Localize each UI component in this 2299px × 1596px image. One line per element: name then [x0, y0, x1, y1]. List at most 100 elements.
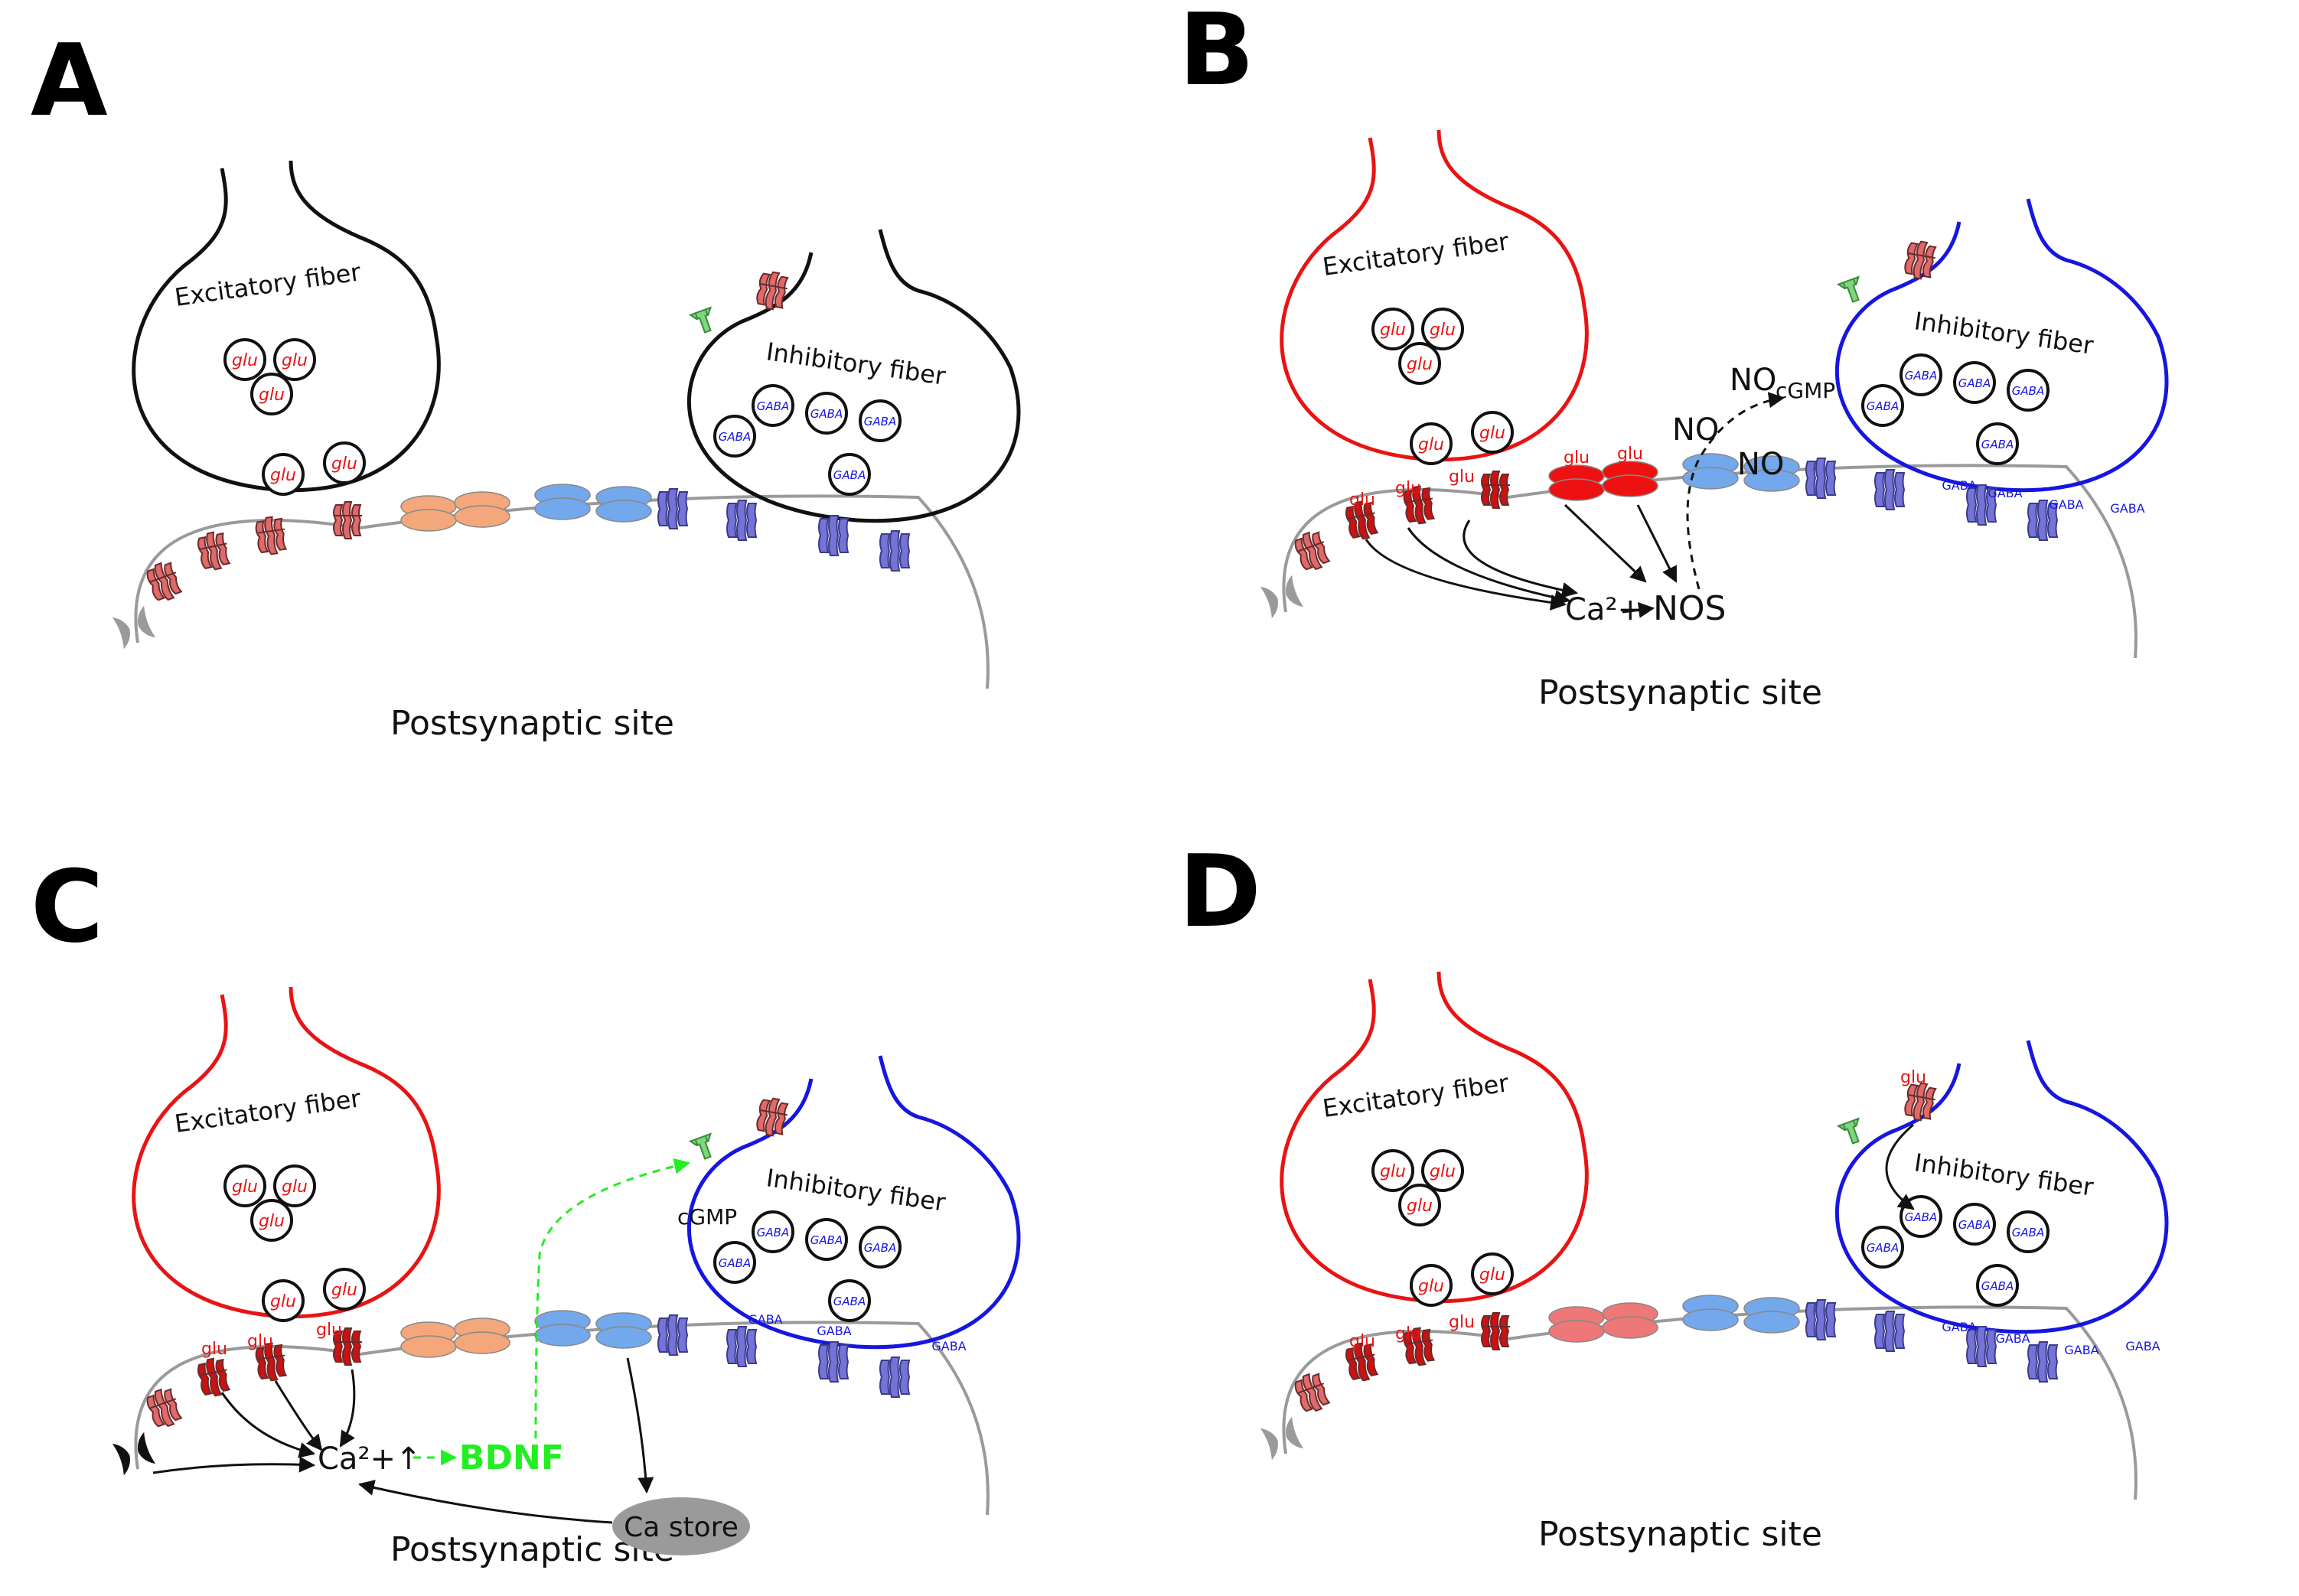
released-gaba: GABA: [1988, 486, 2022, 500]
gaba-symbol: GABA: [1981, 438, 2014, 451]
ca-store-label: Ca store: [624, 1512, 739, 1543]
gaba-b-receptor-icon: [1743, 455, 1800, 492]
glu-symbol: glu: [1430, 1162, 1456, 1181]
arrow-store-ca: [357, 1480, 613, 1524]
glutamate-vesicle: glu: [223, 1164, 266, 1207]
gaba-a-subunit: [2047, 503, 2059, 538]
arrow-bdnf-trk: [534, 1158, 691, 1439]
no-label: NO: [1730, 363, 1776, 398]
glutamate-vesicle: glu: [1410, 1264, 1453, 1307]
released-glu: glu: [1349, 1332, 1375, 1351]
released-glu: glu: [1395, 1324, 1421, 1344]
vesicle-membrane: [262, 453, 305, 496]
vdcach-right: [1286, 575, 1304, 607]
vesicle-membrane: [713, 415, 756, 458]
gaba-a-subunit: [1815, 1299, 1827, 1340]
nmda-subunit: [1922, 1086, 1937, 1120]
gaba-a-subunit: [677, 491, 689, 526]
glutamate-vesicle: glu: [273, 338, 316, 381]
glu-symbol: glu: [1407, 1197, 1433, 1216]
nmda-subunit: [342, 501, 353, 539]
gaba-a-subunit: [667, 1314, 679, 1356]
mglu-receptor-icon: [1548, 464, 1605, 501]
glu-symbol: glu: [1380, 321, 1406, 340]
gaba-a-subunit: [1884, 1311, 1896, 1352]
gaba-a-subunit: [899, 533, 911, 568]
gaba-symbol: GABA: [1981, 1279, 2014, 1293]
vesicle-membrane: [1471, 411, 1514, 454]
vesicle-membrane: [323, 441, 366, 484]
nmda-subunit: [215, 1358, 231, 1392]
glutamate-vesicle: glu: [1410, 422, 1453, 465]
released-gaba: GABA: [2125, 1339, 2160, 1353]
vdcach-icon: [112, 605, 156, 650]
gaba-a-subunit: [1805, 1302, 1817, 1337]
nmda-subunit: [351, 1331, 362, 1363]
mglu-receptor-icon-stalk: [422, 1337, 435, 1345]
postsynaptic-label: Postsynaptic site: [1538, 1515, 1822, 1554]
vdcach-left: [1260, 586, 1278, 619]
released-gaba: GABA: [2049, 497, 2083, 512]
vdcach-icon: [112, 1432, 156, 1476]
glutamate-vesicle: glu: [1371, 1149, 1414, 1192]
gaba-b-receptor-icon-stalk: [556, 500, 569, 507]
excitatory-fiber-label: Excitatory fiber: [1321, 1068, 1511, 1123]
gaba-symbol: GABA: [833, 468, 866, 482]
released-gaba: GABA: [1942, 1320, 1976, 1334]
bdnf-label: BDNF: [459, 1438, 564, 1477]
gaba-a-subunit: [1894, 1314, 1906, 1349]
gaba-a-subunit: [1894, 472, 1906, 507]
arrow-no-cgmp: [1686, 392, 1785, 590]
mglu-receptor-icon: [1548, 1306, 1605, 1343]
vesicle-membrane: [1398, 1184, 1441, 1226]
gaba-a-receptor-icon: [818, 1341, 849, 1383]
no-label: NO: [1672, 412, 1719, 448]
gaba-a-subunit: [1976, 1326, 1988, 1367]
glutamate-vesicle: glu: [1421, 308, 1464, 350]
gaba-symbol: GABA: [719, 430, 751, 444]
nmda-band: [1405, 497, 1433, 503]
trk-receptor-icon: [1836, 275, 1860, 303]
nmda-receptor-icon: [197, 1357, 231, 1397]
vesicle-membrane: [1976, 1264, 2019, 1307]
glutamate-vesicle: glu: [1371, 308, 1414, 350]
trk-receptor-icon: [1836, 1117, 1860, 1145]
nmda-receptor-icon: [333, 501, 362, 539]
released-glu: glu: [1900, 1068, 1926, 1087]
nmda-band: [1347, 1353, 1375, 1361]
vesicle-membrane: [752, 1210, 794, 1253]
gaba-a-subunit: [2037, 500, 2049, 541]
gaba-vesicle: GABA: [859, 399, 902, 442]
gaba-a-subunit: [657, 1318, 669, 1353]
vesicle-membrane: [805, 392, 848, 435]
arrow-nmda-vesicles: [1885, 1123, 1915, 1210]
gaba-vesicle: GABA: [1976, 422, 2019, 465]
nmda-receptor-icon: [146, 562, 183, 601]
glu-symbol: glu: [270, 1292, 296, 1311]
glu-symbol: glu: [1418, 1277, 1444, 1296]
nmda-receptor-icon: [1345, 1342, 1379, 1382]
excitatory-terminal: [1280, 971, 1589, 1304]
gaba-a-subunit: [879, 533, 891, 568]
gaba-b-receptor-icon-bottom: [1682, 1308, 1739, 1331]
mglu-receptor-icon-bottom: [454, 1331, 510, 1354]
vdcach-icon: [1260, 575, 1304, 619]
excitatory-fiber-label: Excitatory fiber: [1321, 226, 1511, 282]
gaba-symbol: GABA: [1958, 376, 1991, 390]
mglu-receptor-icon-bottom: [1602, 1316, 1658, 1339]
nmda-subunit: [197, 536, 213, 569]
mglu-receptor-icon: [454, 1318, 510, 1354]
excitatory-terminal: [1280, 129, 1589, 462]
vesicle-membrane: [1861, 1226, 1904, 1269]
gaba-b-receptor-icon: [1682, 453, 1739, 490]
nmda-receptor-icon: [1294, 531, 1331, 571]
trk-line: [694, 1135, 709, 1146]
vesicle-membrane: [223, 338, 266, 381]
gaba-vesicle: GABA: [2007, 1210, 2050, 1253]
gaba-a-subunit: [736, 500, 748, 541]
nmda-subunit: [164, 1388, 183, 1422]
inhibitory-terminal: [687, 1055, 1021, 1350]
nmda-subunit: [1481, 474, 1492, 506]
trk-line: [1842, 1120, 1857, 1131]
vesicle-membrane: [828, 453, 871, 496]
